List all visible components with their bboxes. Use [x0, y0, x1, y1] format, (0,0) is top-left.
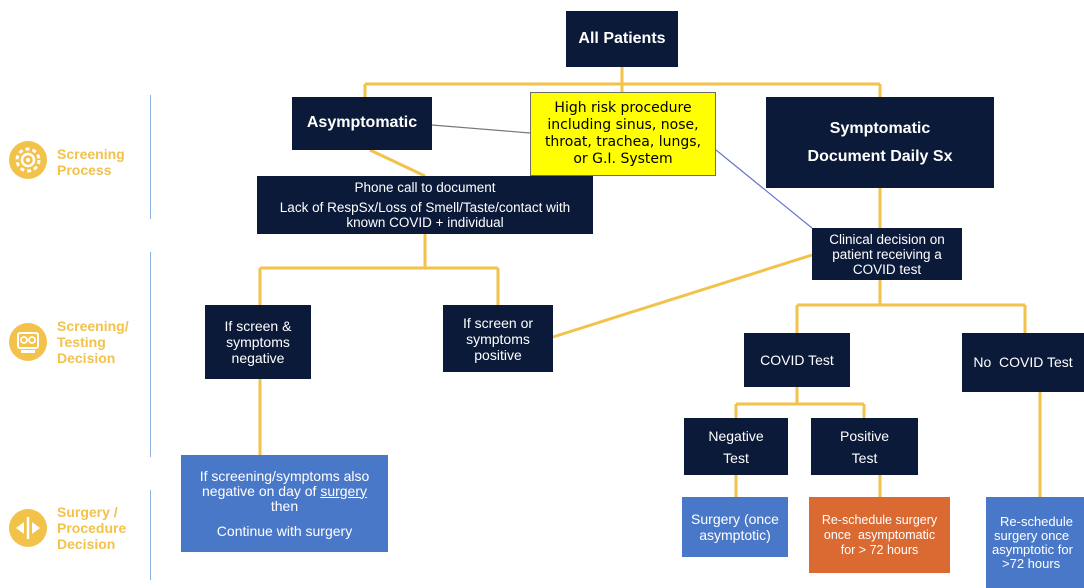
node-label-line: Negative [708, 427, 764, 444]
node-phone-call: Phone call to document Lack of RespSx/Lo… [257, 176, 593, 234]
node-high-risk-procedure: High risk procedure including sinus, nos… [530, 92, 716, 176]
sidebar-label-surgery-decision: Surgery / Procedure Decision [57, 504, 126, 552]
node-no-covid-test: No COVID Test [962, 333, 1084, 392]
node-label-line: known COVID + individual [346, 215, 504, 230]
sidebar-label-line: Procedure [57, 520, 127, 536]
node-label-line: negative [231, 350, 285, 366]
node-continue-surgery: If screening/symptoms also negative on d… [181, 455, 388, 552]
sidebar-label-testing-decision: Screening/ Testing Decision [57, 318, 129, 366]
node-label-line: including sinus, nose, [547, 117, 699, 133]
node-label-line: If screen or [462, 314, 534, 331]
sidebar-label-line: Process [57, 162, 112, 178]
node-label-line: negative on day of surgery [202, 482, 367, 499]
sidebar-label-line: Screening [57, 146, 125, 162]
node-label-line: Test [723, 449, 749, 466]
node-label-line: Re-schedule surgery [821, 512, 938, 527]
node-label-line: Positive [839, 427, 890, 444]
sidebar-divider-testing [150, 252, 151, 457]
node-label-line: Symptomatic [829, 119, 931, 137]
node-label-line: If screen & [224, 318, 292, 334]
node-covid-test: COVID Test [744, 333, 850, 387]
node-label-line: COVID test [852, 261, 922, 277]
node-label: No COVID Test [973, 354, 1073, 371]
node-label-line: Document Daily Sx [807, 147, 953, 165]
node-label-line: once asymptomatic [823, 527, 936, 542]
node-label-line: If screening/symptoms also [199, 467, 370, 484]
sidebar-divider-screening [150, 95, 151, 219]
test-kit-icon [9, 323, 47, 361]
node-reschedule-72-hours: Re-schedule surgery once asymptomatic fo… [809, 497, 950, 573]
node-label-line: Continue with surgery [216, 522, 353, 539]
node-label-fragment: negative on day of [202, 482, 321, 499]
node-screen-negative: If screen & symptoms negative [205, 305, 311, 379]
node-label-line: asymptotic for [992, 542, 1073, 557]
node-label-line: Surgery (once [691, 511, 779, 527]
node-label-underlined: surgery [320, 482, 367, 499]
node-negative-test: Negative Test [684, 418, 788, 475]
node-label-line: for > 72 hours [840, 542, 919, 557]
sidebar-label-screening-process: Screening Process [57, 146, 125, 178]
node-label-line: symptoms [466, 330, 530, 347]
node-label-line: asymptotic) [699, 527, 771, 543]
node-symptomatic: Symptomatic Document Daily Sx [766, 97, 994, 188]
node-asymptomatic: Asymptomatic [292, 97, 432, 150]
sidebar-divider-surgery [150, 490, 151, 580]
node-label-line: Lack of RespSx/Loss of Smell/Taste/conta… [279, 200, 571, 215]
sidebar-label-line: Screening/ [57, 318, 129, 334]
node-label-line: then [270, 497, 299, 514]
node-label: COVID Test [760, 351, 834, 368]
node-label-line: symptoms [226, 334, 290, 350]
node-label-line: patient receiving a [832, 246, 942, 262]
sidebar-label-line: Decision [57, 536, 116, 552]
node-label-line: positive [474, 346, 522, 363]
sidebar-label-line: Surgery / [57, 504, 118, 520]
node-clinical-decision: Clinical decision on patient receiving a… [812, 228, 962, 280]
split-arrows-icon [9, 509, 47, 547]
node-label-line: >72 hours [1002, 556, 1061, 571]
node-label: All Patients [578, 29, 666, 47]
node-label-line: Re-schedule [1000, 514, 1073, 529]
node-label-line: Phone call to document [354, 180, 496, 195]
node-label-line: or G.I. System [573, 151, 673, 167]
node-label-line: surgery once [994, 528, 1070, 543]
gear-icon [9, 141, 47, 179]
node-label: Asymptomatic [306, 114, 418, 132]
node-surgery-once-asymptotic: Surgery (once asymptotic) [682, 497, 788, 557]
node-label-line: Clinical decision on [829, 231, 945, 247]
sidebar-label-line: Testing [57, 334, 106, 350]
sidebar-label-line: Decision [57, 350, 116, 366]
node-label-line: High risk procedure [554, 100, 692, 116]
node-label-line: Test [851, 449, 878, 466]
node-label-line: throat, trachea, lungs, [544, 134, 702, 150]
node-positive-test: Positive Test [811, 418, 918, 475]
node-reschedule-no-test: Re-schedule surgery once asymptotic for … [986, 497, 1084, 588]
node-all-patients: All Patients [566, 11, 678, 67]
node-screen-positive: If screen or symptoms positive [443, 305, 553, 372]
